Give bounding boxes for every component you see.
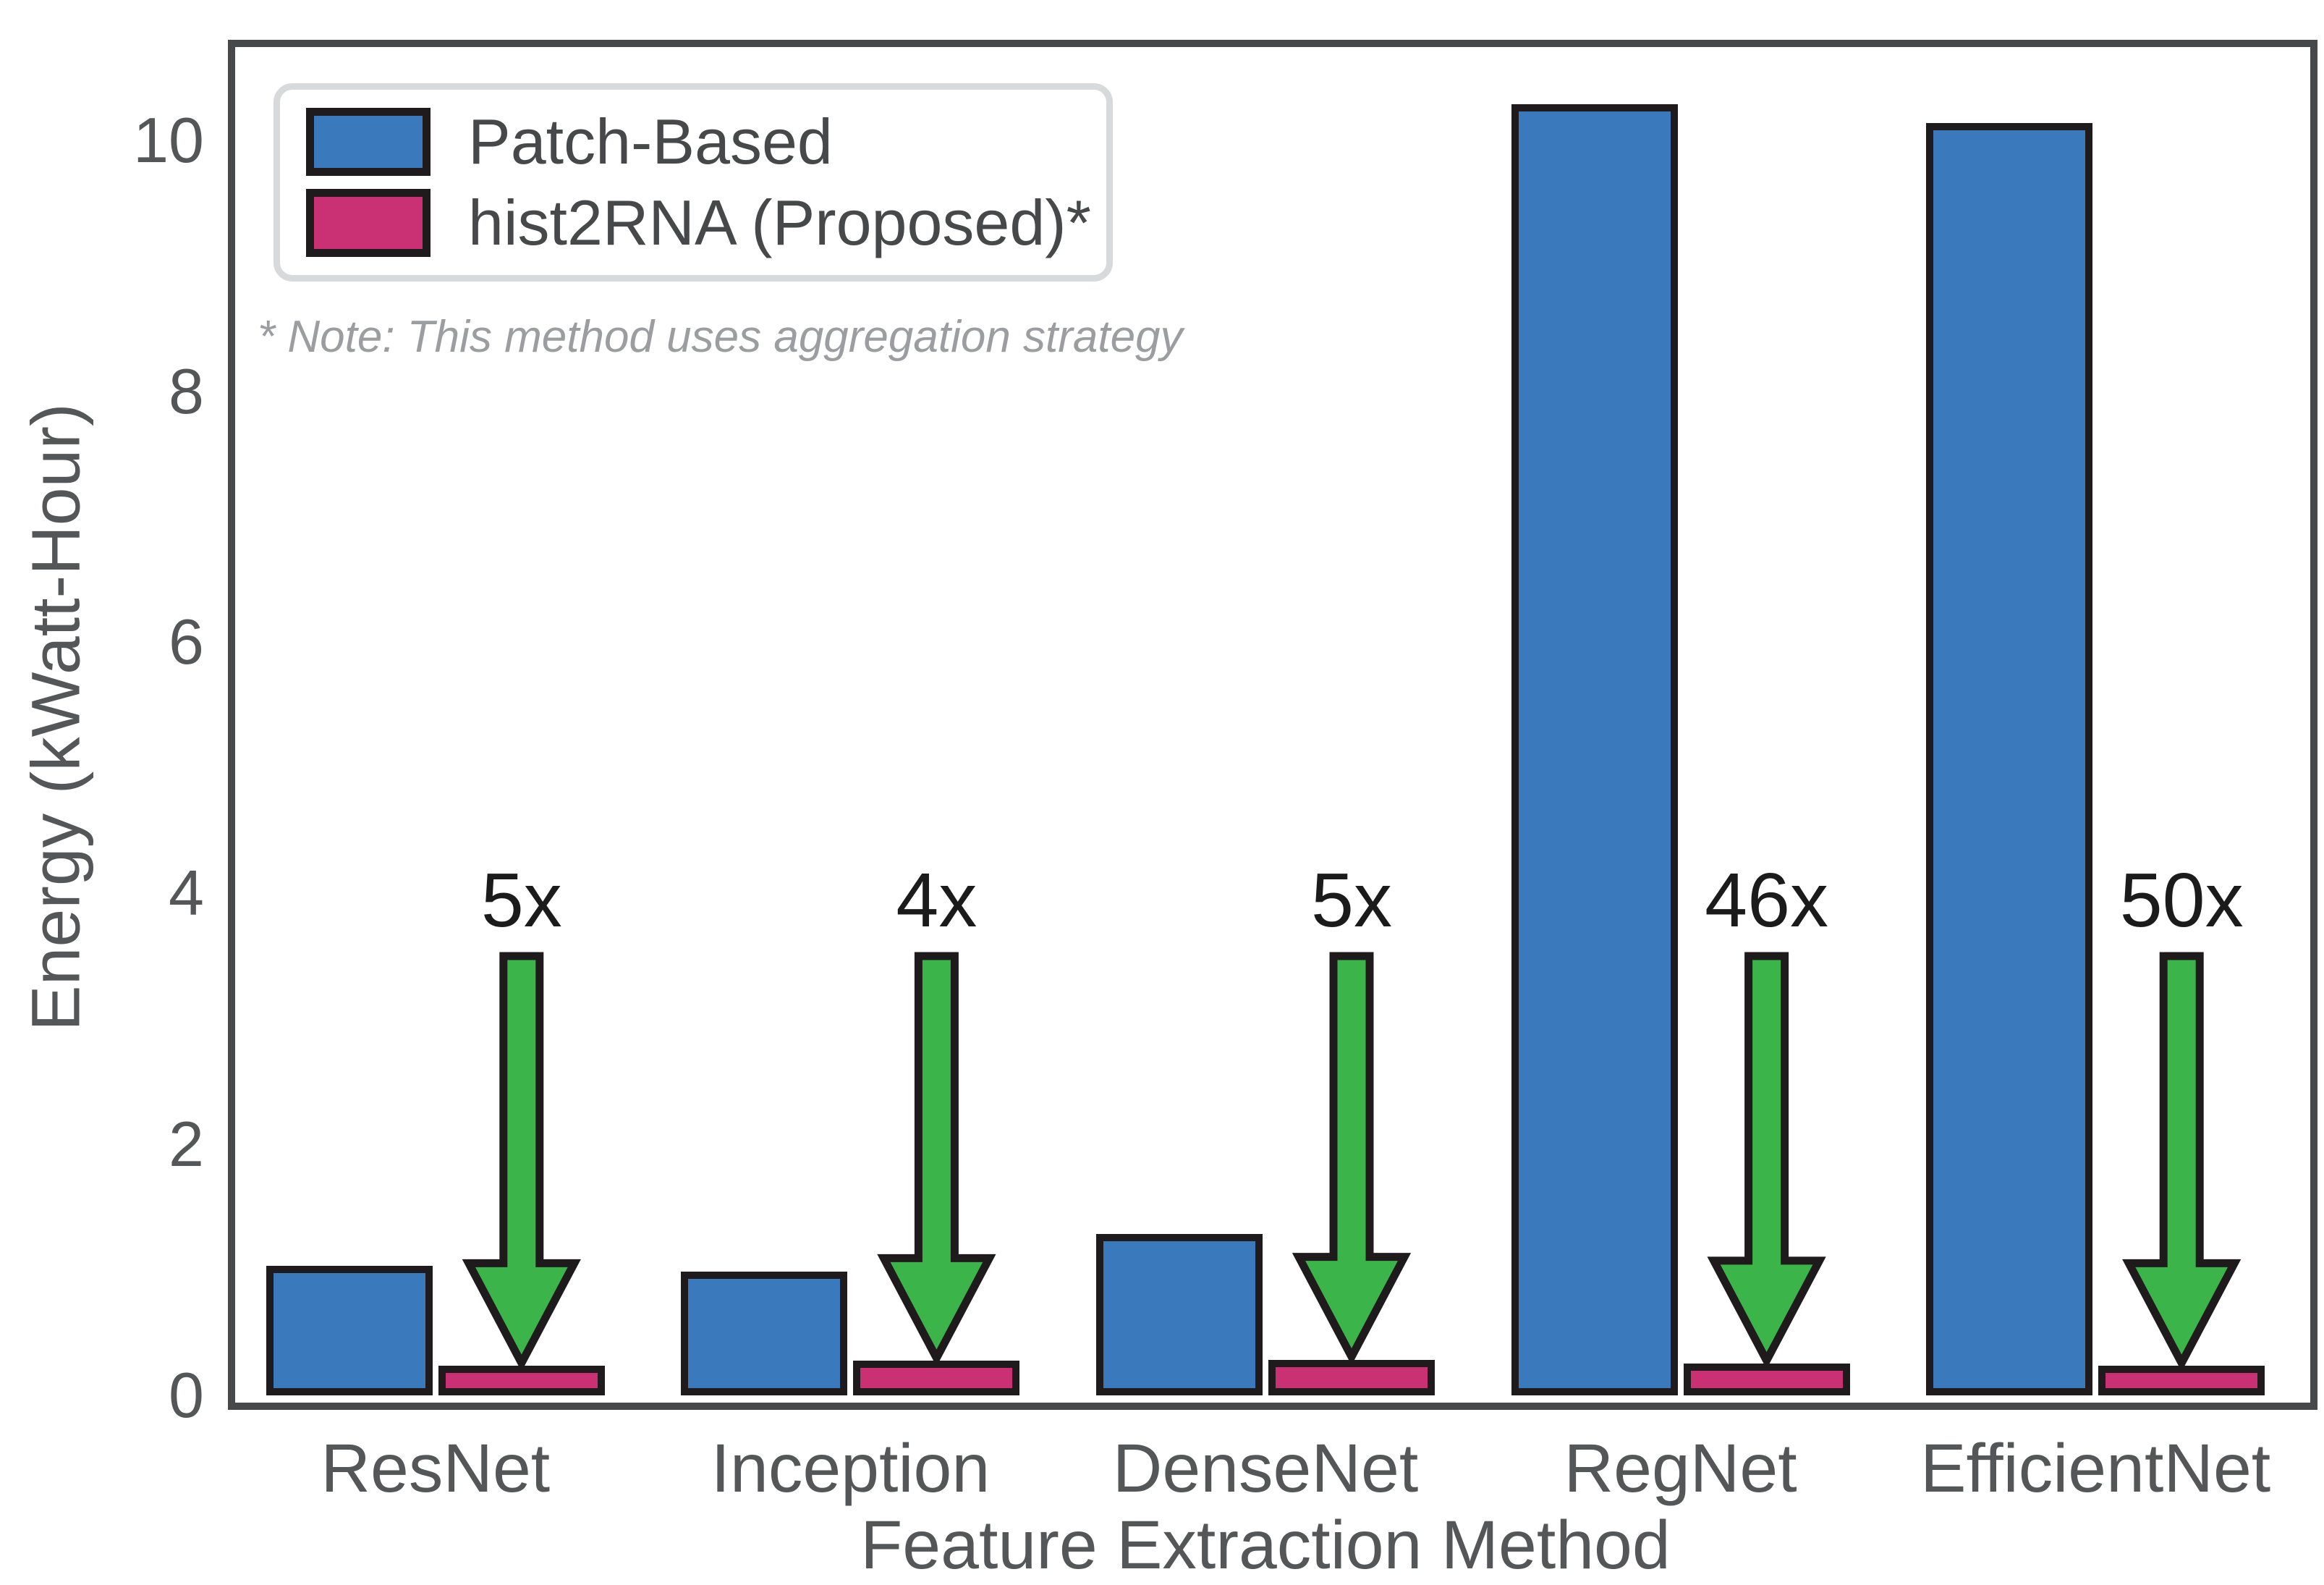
bar-patch-based-densenet — [1096, 1234, 1263, 1395]
legend-swatch-patch-based — [306, 107, 431, 176]
x-tick-label-efficientnet: EfficientNet — [1920, 1430, 2271, 1507]
multiplier-label-regnet: 46x — [1705, 858, 1829, 943]
y-tick-label-8: 8 — [169, 355, 204, 427]
multiplier-label-densenet: 5x — [1311, 858, 1392, 943]
x-tick-label-densenet: DenseNet — [1112, 1430, 1419, 1507]
multiplier-label-inception: 4x — [896, 858, 977, 943]
legend-row-hist2rna: hist2RNA (Proposed)* — [306, 187, 1106, 259]
x-tick-label-regnet: RegNet — [1564, 1430, 1797, 1507]
x-tick-label-resnet: ResNet — [321, 1430, 551, 1507]
legend-label-hist2rna: hist2RNA (Proposed)* — [468, 187, 1091, 259]
x-tick-label-inception: Inception — [711, 1430, 991, 1507]
legend-box: Patch-Based hist2RNA (Proposed)* — [273, 83, 1113, 282]
legend-swatch-hist2rna — [306, 189, 431, 258]
bar-patch-based-resnet — [266, 1266, 433, 1395]
reduction-arrow-regnet — [1707, 952, 1826, 1369]
aggregation-note: * Note: This method uses aggregation str… — [258, 312, 1183, 362]
y-tick-label-10: 10 — [133, 103, 204, 176]
multiplier-label-efficientnet: 50x — [2119, 858, 2244, 943]
bar-patch-based-efficientnet — [1926, 123, 2092, 1395]
legend-label-patch-based: Patch-Based — [468, 105, 833, 177]
y-tick-label-6: 6 — [169, 606, 204, 678]
multiplier-label-resnet: 5x — [480, 858, 562, 943]
x-axis-title: Feature Extraction Method — [860, 1507, 1671, 1584]
y-tick-label-0: 0 — [169, 1359, 204, 1431]
reduction-arrow-efficientnet — [2122, 952, 2242, 1372]
y-tick-label-2: 2 — [169, 1108, 204, 1180]
bar-patch-based-inception — [681, 1272, 847, 1395]
legend-row-patch-based: Patch-Based — [306, 105, 1106, 177]
reduction-arrow-resnet — [462, 952, 581, 1372]
reduction-arrow-inception — [877, 952, 996, 1367]
y-tick-label-4: 4 — [169, 857, 204, 929]
reduction-arrow-densenet — [1292, 952, 1412, 1366]
bar-patch-based-regnet — [1511, 104, 1678, 1395]
